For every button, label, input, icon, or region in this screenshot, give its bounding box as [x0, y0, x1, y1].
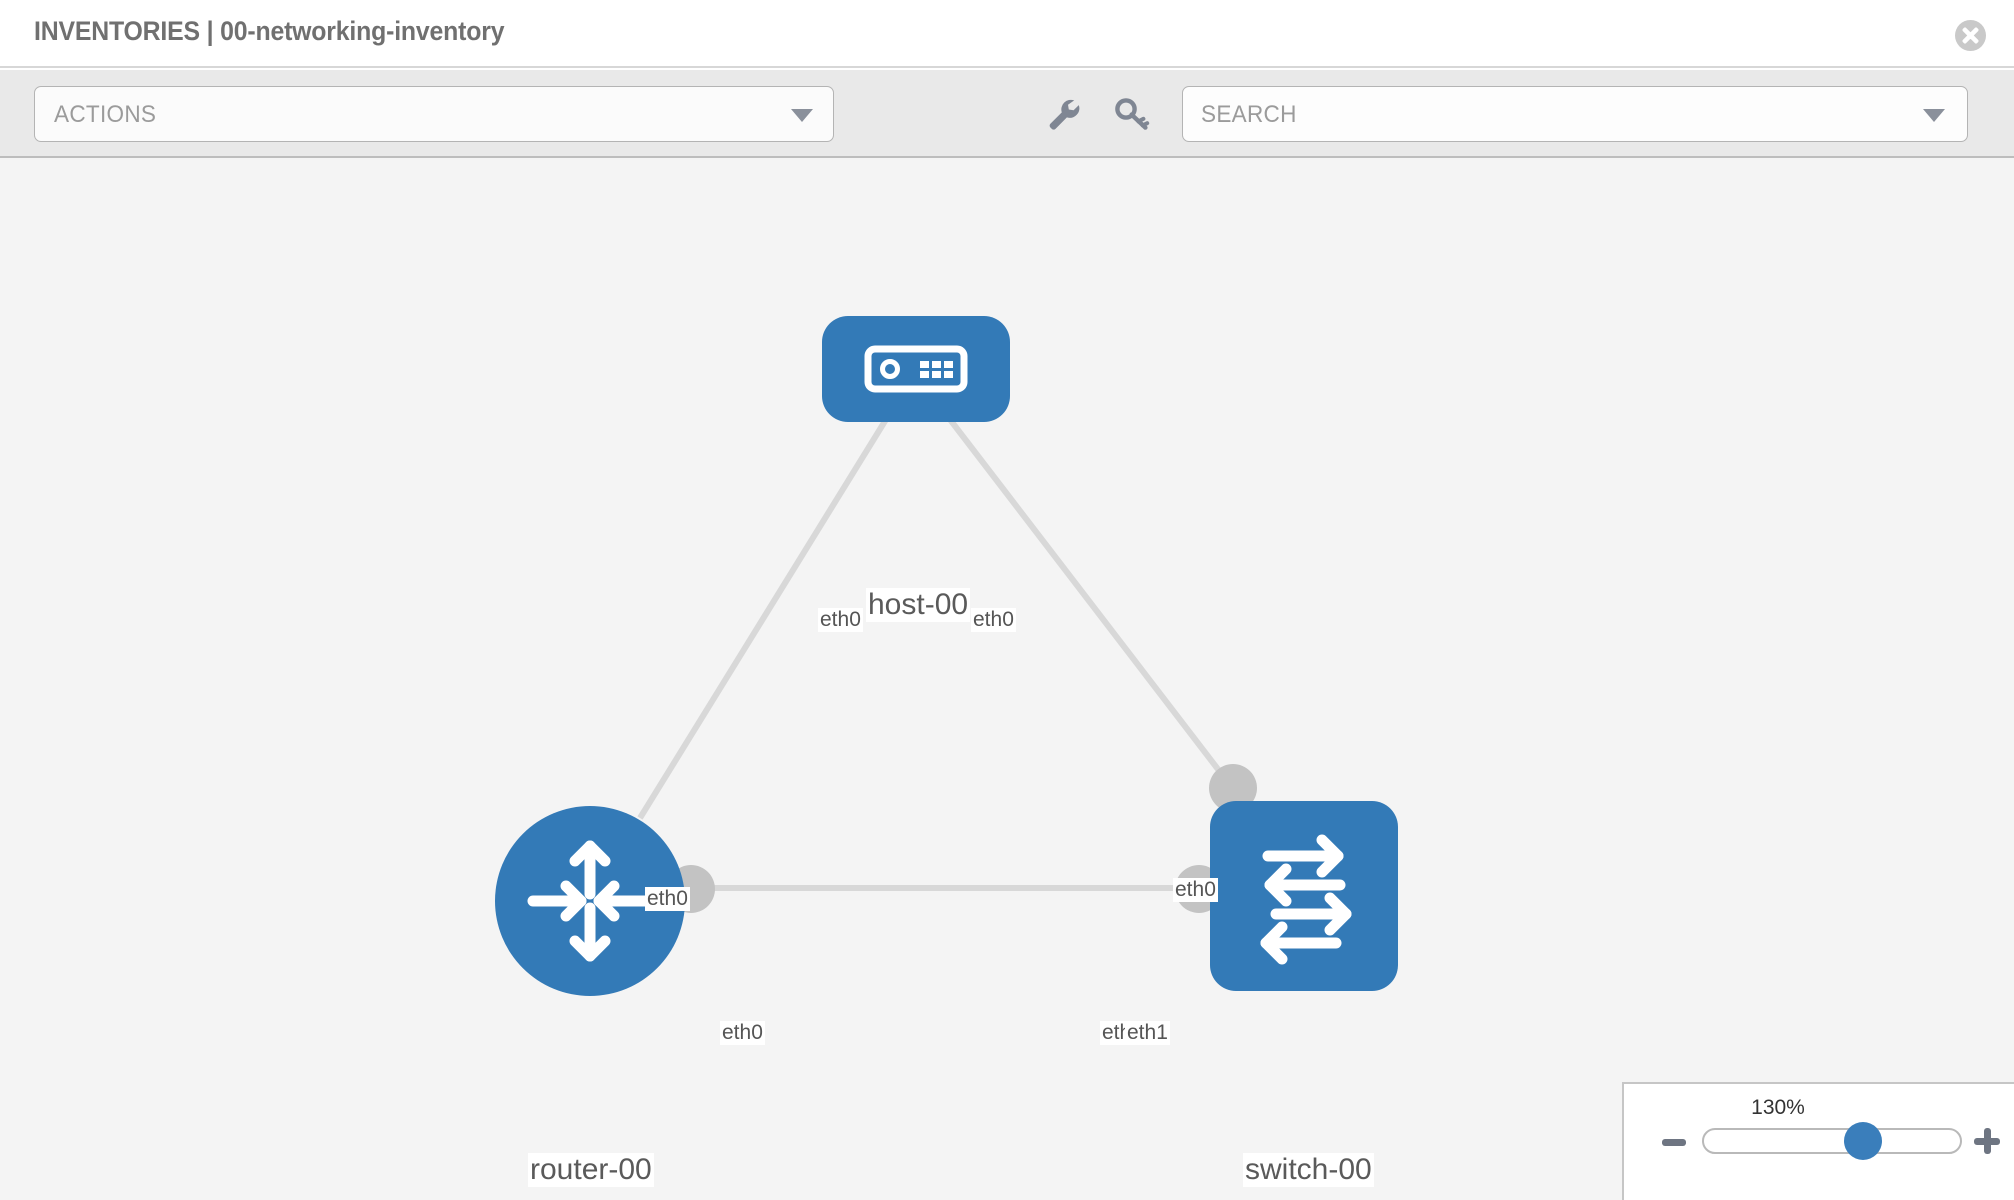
wrench-icon[interactable]	[1043, 94, 1083, 134]
node-label-host-00: host-00	[866, 588, 971, 622]
zoom-level-label: 130%	[1751, 1096, 1805, 1119]
zoom-out-icon[interactable]	[1662, 1139, 1686, 1146]
zoom-in-icon[interactable]	[1974, 1128, 2000, 1154]
interface-label-host-left: eth0	[818, 608, 863, 633]
interface-label-router-right: eth0	[720, 1021, 765, 1046]
key-glyph	[1115, 98, 1150, 130]
key-icon[interactable]	[1112, 94, 1152, 134]
toolbar: ACTIONS SEARCH	[0, 70, 2014, 158]
page-title: INVENTORIES | 00-networking-inventory	[34, 16, 505, 46]
zoom-slider-thumb[interactable]	[1844, 1122, 1883, 1160]
server-device-icon	[864, 345, 968, 393]
interface-label-switch-left-b: eth1	[1125, 1021, 1170, 1046]
actions-dropdown-label: ACTIONS	[54, 101, 157, 128]
node-switch-00[interactable]	[1210, 801, 1398, 991]
node-label-router-00: router-00	[528, 1153, 654, 1187]
search-input[interactable]: SEARCH	[1182, 86, 1968, 142]
edge-host-router	[637, 411, 893, 820]
router-arrows-icon	[527, 840, 653, 962]
page-header: INVENTORIES | 00-networking-inventory	[0, 0, 2014, 68]
wrench-glyph	[1049, 99, 1080, 130]
node-host-00[interactable]	[822, 316, 1010, 422]
chevron-down-icon	[791, 109, 813, 122]
zoom-slider-track[interactable]	[1702, 1128, 1962, 1154]
search-placeholder: SEARCH	[1201, 101, 1297, 128]
chevron-down-icon	[1923, 109, 1945, 122]
close-icon[interactable]	[1955, 20, 1986, 51]
connector-dot-switch-top	[1209, 764, 1257, 812]
edge-host-switch	[942, 411, 1243, 800]
interface-label-router-up: eth0	[645, 887, 690, 912]
node-label-switch-00: switch-00	[1243, 1153, 1374, 1187]
interface-label-host-right: eth0	[971, 608, 1016, 633]
actions-dropdown[interactable]: ACTIONS	[34, 86, 834, 142]
zoom-control-panel: 130%	[1622, 1082, 2014, 1200]
switch-arrows-icon	[1260, 834, 1352, 965]
interface-label-switch-up: eth0	[1173, 878, 1218, 903]
topology-canvas[interactable]: eth0 host-00 eth0 eth0 eth0 router-00 et…	[0, 158, 2014, 1200]
close-glyph	[1962, 27, 1979, 44]
topology-graph	[637, 362, 1257, 913]
